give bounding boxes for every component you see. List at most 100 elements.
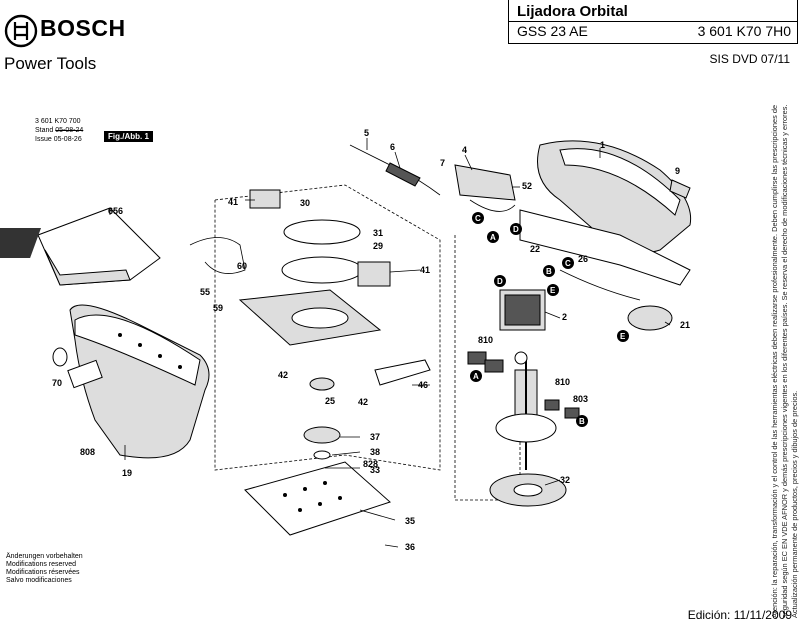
label-31: 31 [373, 228, 383, 238]
label-30: 30 [300, 198, 310, 208]
label-1: 1 [600, 140, 605, 150]
doc-meta: 3 601 K70 700 Stand 05-08-24 Issue 05-08… [35, 117, 83, 144]
stator-2 [499, 289, 546, 331]
label-5: 5 [364, 128, 369, 138]
bosch-armature-icon [4, 14, 38, 48]
part-labels: 1 2 4 5 6 7 9 19 21 22 25 26 29 30 31 32… [52, 128, 690, 552]
svg-text:E: E [550, 286, 556, 295]
marker-b-2: B [576, 415, 588, 427]
part-number: 3 601 K70 7H0 [697, 23, 791, 39]
model-number: GSS 23 AE [517, 23, 588, 39]
label-828: 828 [363, 459, 378, 469]
label-41-top: 41 [228, 197, 238, 207]
bearing-25 [309, 377, 335, 391]
bracket-41-right [357, 261, 391, 287]
label-38: 38 [370, 447, 380, 457]
brush-810-right [544, 399, 560, 411]
label-7: 7 [440, 158, 445, 168]
bracket-41-top [249, 189, 281, 209]
doc-number: 3 601 K70 700 [35, 118, 81, 125]
brand-name: BOSCH [40, 15, 126, 41]
marker-e-2: E [617, 330, 629, 342]
label-22: 22 [530, 244, 540, 254]
marker-b-1: B [543, 265, 555, 277]
label-70: 70 [52, 378, 62, 388]
vertical-legal-notice: Atención: la reparación, transformación … [770, 104, 799, 619]
label-29: 29 [373, 241, 383, 251]
svg-text:E: E [620, 332, 626, 341]
bosch-logo [4, 14, 144, 48]
product-name: Lijadora Orbital [517, 3, 628, 20]
ring-70 [52, 347, 68, 367]
label-33: 33 [370, 465, 380, 475]
plug-21 [627, 305, 673, 331]
mod-de: Änderungen vorbehalten [6, 553, 83, 560]
label-42-left: 42 [278, 370, 288, 380]
hub-37 [303, 426, 341, 444]
label-32: 32 [560, 475, 570, 485]
label-810-right: 810 [555, 377, 570, 387]
svg-text:A: A [473, 372, 479, 381]
svg-text:B: B [579, 417, 585, 426]
label-55: 55 [200, 287, 210, 297]
label-803: 803 [573, 394, 588, 404]
label-9: 9 [675, 166, 680, 176]
mod-en: Modifications reserved [6, 561, 77, 568]
svg-text:A: A [490, 233, 496, 242]
assembly-828-frame [214, 184, 441, 471]
marker-d-1: D [510, 223, 522, 235]
washer-38 [313, 450, 331, 460]
issue-date: 05-08-26 [53, 136, 82, 143]
housing-shell [67, 304, 210, 459]
marker-d-2: D [494, 275, 506, 287]
subtitle: Power Tools [4, 54, 97, 73]
label-6: 6 [390, 142, 395, 152]
ring-30 [283, 219, 361, 245]
marker-e-1: E [547, 284, 559, 296]
armature-frame [454, 235, 521, 501]
label-36: 36 [405, 542, 415, 552]
ring-29 [281, 256, 363, 284]
armature-803 [495, 351, 557, 470]
label-46: 46 [418, 380, 428, 390]
cable-21 [559, 269, 641, 301]
svg-text:C: C [475, 214, 481, 223]
switch-wire [469, 199, 516, 212]
label-42-right: 42 [358, 397, 368, 407]
marker-a-1: A [487, 231, 499, 243]
reference-markers: A A B B C C D D E E E [470, 212, 629, 427]
mod-fr: Modifications réservées [6, 569, 80, 576]
label-26: 26 [578, 254, 588, 264]
brush-810-left [467, 351, 487, 365]
label-2: 2 [562, 312, 567, 322]
svg-text:C: C [565, 259, 571, 268]
exploded-parts-diagram: 1 2 4 5 6 7 9 19 21 22 25 26 29 30 31 32… [0, 128, 692, 552]
label-37: 37 [370, 432, 380, 442]
title-box: Lijadora Orbital GSS 23 AE 3 601 K70 7H0 [508, 0, 798, 44]
cover-9 [669, 179, 691, 199]
sleeve-5 [385, 162, 421, 187]
rail-46 [374, 359, 431, 386]
figure-label: Fig./Abb. 1 [104, 131, 153, 142]
spring-55 [189, 237, 246, 274]
label-25: 25 [325, 396, 335, 406]
label-59: 59 [213, 303, 223, 313]
label-4: 4 [462, 145, 467, 155]
label-35: 35 [405, 516, 415, 526]
label-808: 808 [80, 447, 95, 457]
marker-c-1: C [472, 212, 484, 224]
marker-c-2: C [562, 257, 574, 269]
mod-es: Salvo modificaciones [6, 577, 72, 584]
marker-a-2: A [470, 370, 482, 382]
label-52: 52 [522, 181, 532, 191]
modifications-notice: Änderungen vorbehalten Modifications res… [6, 553, 83, 585]
svg-text:B: B [546, 267, 552, 276]
sanding-pad-35 [244, 461, 391, 536]
sis-version: SIS DVD 07/11 [709, 52, 790, 66]
leader-lines [109, 138, 671, 548]
label-19: 19 [122, 468, 132, 478]
switch-4 [454, 164, 516, 201]
label-656: 656 [108, 206, 123, 216]
dust-box-656 [0, 207, 161, 286]
stand-date: 05-08-24 [55, 127, 84, 134]
